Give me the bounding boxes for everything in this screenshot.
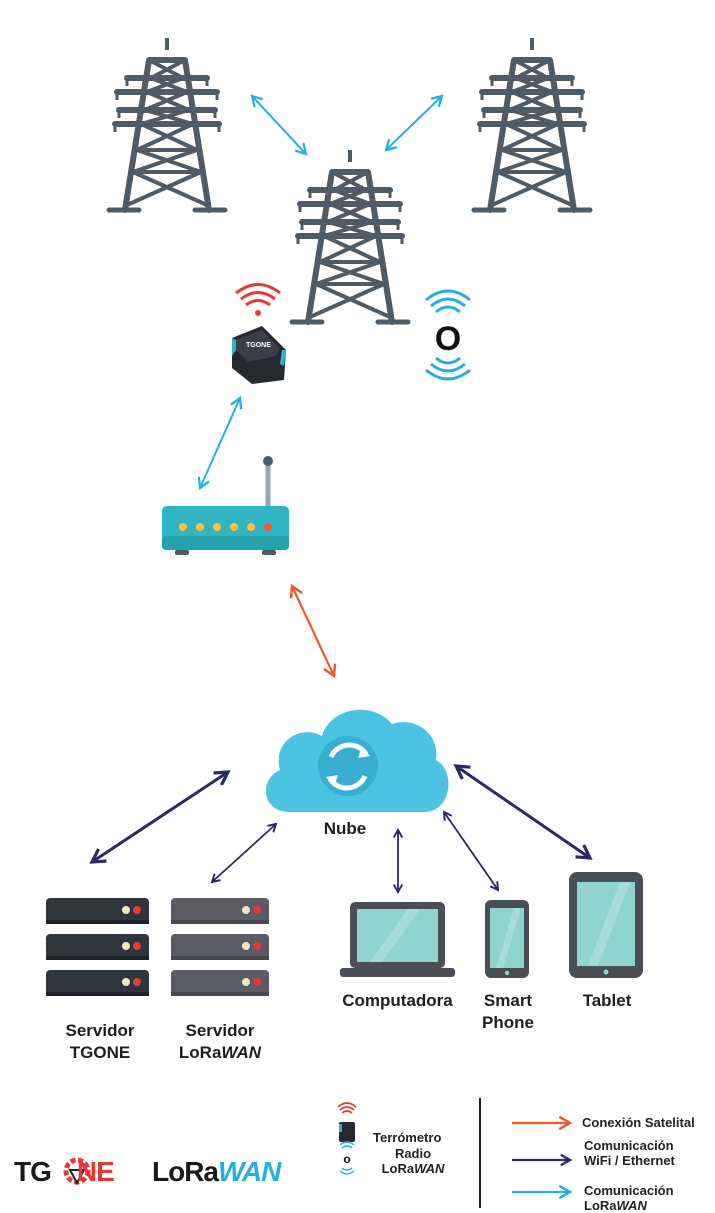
legend-terrometro-icon (337, 1102, 357, 1142)
server-tgone-label: Servidor TGONE (65, 1021, 135, 1062)
wifi-link-tablet (453, 764, 593, 860)
device-brand-label: TGONE (246, 342, 271, 349)
router-icon (162, 456, 289, 555)
legend-terrometro-label: Terrómetro (373, 1130, 442, 1145)
wifi-link-phone (442, 810, 500, 892)
svg-text:o: o (343, 1152, 350, 1166)
lora-link-left (250, 94, 308, 156)
tgone-logo-icon (63, 1157, 91, 1186)
terrometro-device-icon (232, 283, 286, 384)
laptop-icon (340, 902, 455, 977)
wifi-link-tgone (89, 770, 231, 864)
tower-center (292, 150, 408, 322)
legend-lora-label: Comunicación LoRaWAN (584, 1183, 674, 1213)
legend-wifi-label: Comunicación WiFi / Ethernet (584, 1138, 675, 1168)
smartphone-label: Smart Phone (482, 991, 534, 1032)
radio-glyph: O (435, 320, 461, 358)
tablet-icon (569, 872, 643, 978)
tower-left (109, 38, 225, 210)
legend-satellite-label: Conexión Satelital (582, 1115, 695, 1130)
legend-radio-label: Radio LoRaWAN (381, 1146, 445, 1176)
wifi-link-lorawan (210, 822, 278, 884)
cloud-sync-icon (265, 709, 449, 812)
lorawan-radio-icon (425, 289, 471, 381)
server-lorawan-rack-icon (171, 898, 269, 996)
server-rack-icon (46, 898, 149, 996)
legend-radio-icon: o (339, 1141, 355, 1175)
computer-label: Computadora (342, 991, 453, 1010)
lorawan-logo: LoRaWAN (152, 1156, 281, 1187)
lora-link-router (197, 395, 243, 491)
tower-right (474, 38, 590, 210)
tablet-label: Tablet (582, 991, 632, 1010)
cloud-label: Nube (323, 819, 367, 838)
satellite-link (289, 583, 337, 679)
lora-link-right (384, 94, 444, 152)
smartphone-icon (485, 900, 529, 978)
server-lorawan-label: Servidor LoRaWAN (178, 1021, 262, 1062)
